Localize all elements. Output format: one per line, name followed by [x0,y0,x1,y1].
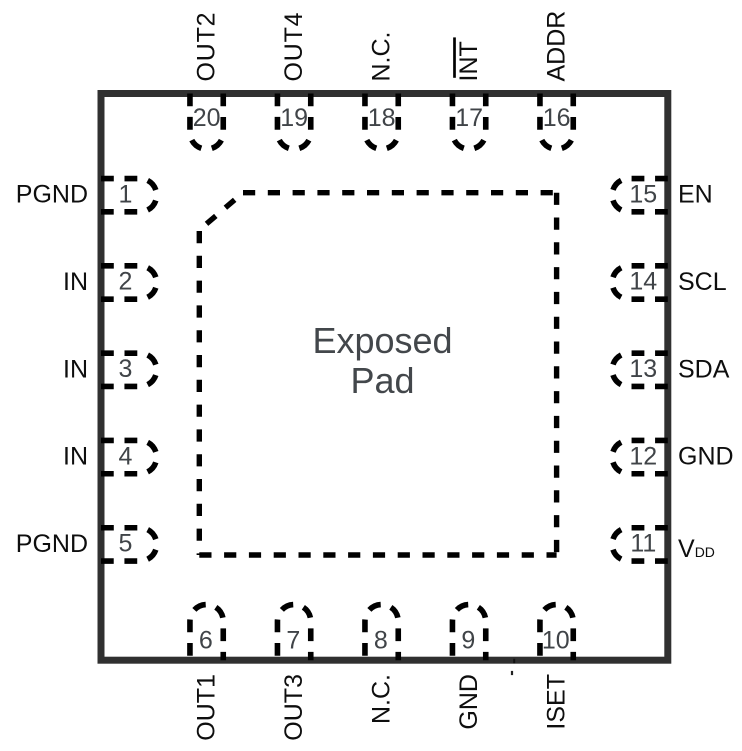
svg-text:IN: IN [63,355,88,383]
svg-text:IN: IN [63,443,88,471]
svg-text:SCL: SCL [678,268,727,296]
svg-text:10: 10 [542,626,570,654]
svg-text:GND: GND [455,674,483,730]
svg-text:7: 7 [286,626,300,654]
svg-text:GND: GND [678,443,734,471]
svg-text:19: 19 [280,104,308,132]
svg-text:1: 1 [119,180,133,208]
svg-text:PGND: PGND [16,181,88,209]
svg-text:OUT1: OUT1 [193,674,221,741]
svg-text:18: 18 [368,104,396,132]
svg-text:15: 15 [629,180,657,208]
svg-text:11: 11 [630,530,656,558]
svg-text:Exposed: Exposed [312,320,452,361]
svg-text:OUT4: OUT4 [280,12,308,82]
svg-text:12: 12 [629,442,657,470]
svg-text:4: 4 [119,442,133,470]
svg-text:OUT2: OUT2 [193,12,221,82]
svg-text:8: 8 [374,626,388,654]
svg-text:N.C.: N.C. [368,32,396,82]
svg-text:ADDR: ADDR [543,11,571,82]
svg-text:3: 3 [119,355,133,383]
svg-text:17: 17 [455,104,483,132]
svg-text:5: 5 [119,530,133,558]
svg-text:ISET: ISET [543,674,571,730]
svg-text:9: 9 [461,626,475,654]
svg-text:13: 13 [629,355,657,383]
svg-text:INT: INT [455,41,483,81]
svg-text:PGND: PGND [16,530,88,558]
svg-text:2: 2 [119,268,133,296]
svg-text:14: 14 [629,268,657,296]
svg-text:SDA: SDA [678,355,730,383]
svg-text:IN: IN [63,268,88,296]
svg-text:20: 20 [193,104,221,132]
svg-text:OUT3: OUT3 [280,674,308,741]
svg-text:Pad: Pad [350,360,414,401]
svg-text:6: 6 [199,626,213,654]
svg-text:N.C.: N.C. [368,674,396,724]
svg-text:EN: EN [678,181,713,209]
svg-text:16: 16 [543,104,571,132]
